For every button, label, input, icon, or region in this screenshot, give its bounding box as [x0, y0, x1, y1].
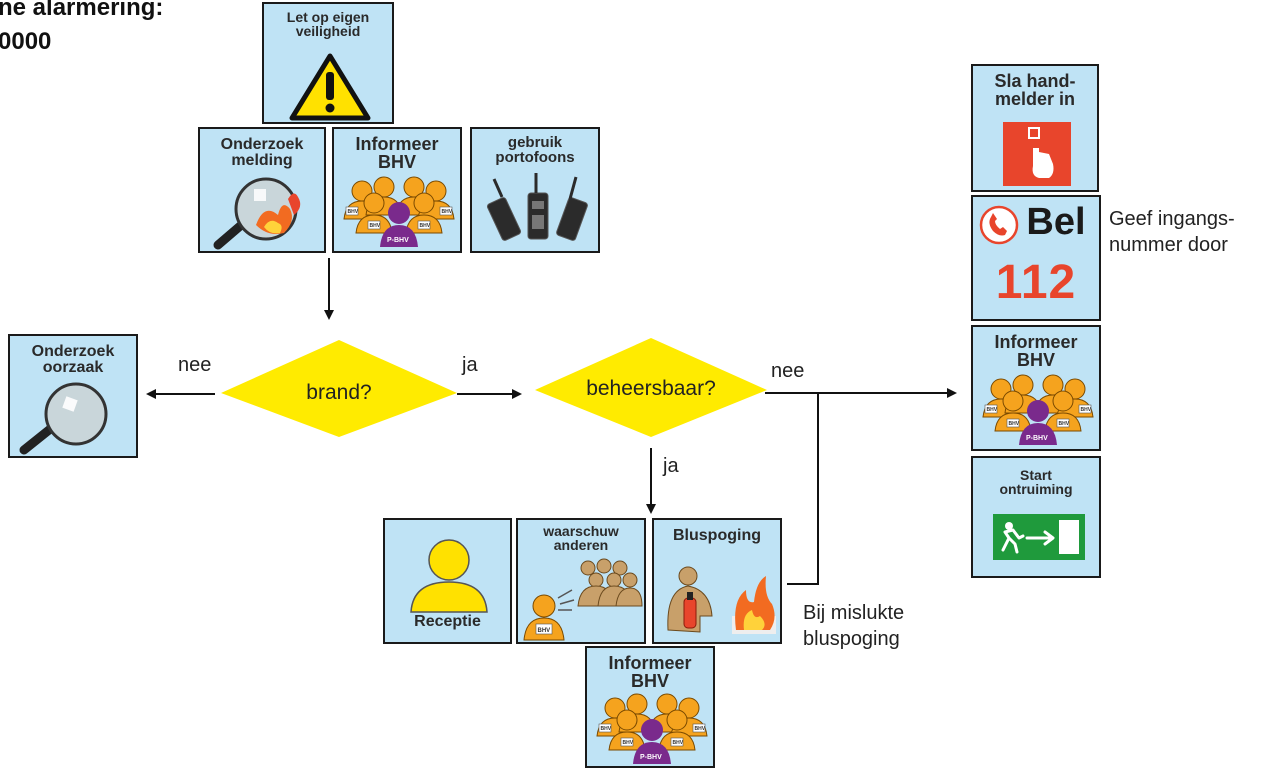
step-investigate-report-title: Onderzoek melding [220, 136, 304, 170]
step-warn-others: waarschuw anderen BHV [516, 518, 646, 644]
bhv-team-icon: BHV BHV BHV BHV P-BHV [982, 374, 1094, 445]
svg-text:BHV: BHV [987, 407, 998, 413]
step-safety: Let op eigen veiligheid [262, 2, 394, 124]
step-evacuation-title: Start ontruiming [999, 467, 1073, 498]
failed-attempt-line [787, 393, 819, 585]
svg-text:P-BHV: P-BHV [1026, 435, 1048, 442]
step-inform-bhv-top: Informeer BHV BHV BHV BHV BHV P-BHV [332, 127, 462, 253]
call-point-icon [1003, 122, 1071, 186]
warn-people-icon: BHV [523, 558, 643, 641]
svg-text:P-BHV: P-BHV [387, 237, 409, 244]
svg-text:BHV: BHV [370, 223, 381, 229]
step-investigate-cause: Onderzoek oorzaak [8, 334, 138, 458]
step-use-radios: gebruik portofoons [470, 127, 600, 253]
step-inform-bhv-top-title: Informeer BHV [355, 134, 439, 173]
note-failed-attempt: Bij mislukte bluspoging [803, 602, 905, 650]
step-extinguish: Bluspoging [652, 518, 782, 644]
step-reception-title: Receptie [414, 613, 481, 630]
svg-text:BHV: BHV [1081, 407, 1092, 413]
step-inform-bhv-bottom: Informeer BHV BHV BHV BHV BHV P-BHV [585, 646, 715, 768]
walkie-talkie-icon [486, 173, 588, 241]
decision-controllable-label: beheersbaar? [586, 377, 716, 400]
svg-text:BHV: BHV [1059, 421, 1070, 427]
step-warn-others-title: waarschuw anderen [543, 523, 619, 554]
step-investigate-cause-title: Onderzoek oorzaak [31, 343, 115, 377]
extinguisher-fire-icon [667, 566, 776, 634]
magnifier-icon [19, 382, 108, 455]
emergency-exit-icon [993, 514, 1085, 560]
step-inform-bhv-bottom-title: Informeer BHV [608, 653, 692, 692]
edge-label-fire-yes: ja [462, 354, 478, 376]
edge-label-controllable-no: nee [771, 360, 805, 382]
warning-icon [289, 53, 371, 121]
svg-text:BHV: BHV [673, 740, 684, 746]
step-safety-title: Let op eigen veiligheid [286, 9, 370, 40]
svg-text:BHV: BHV [420, 223, 431, 229]
svg-text:BHV: BHV [442, 209, 453, 215]
call-112-number: 112 [995, 256, 1077, 309]
bhv-team-icon: BHV BHV BHV BHV P-BHV [596, 693, 708, 764]
svg-text:BHV: BHV [695, 726, 706, 732]
page-title: ne alarmering: [0, 0, 164, 21]
edge-label-fire-no: nee [178, 354, 212, 376]
note-entrance-number: Geef ingangs- nummer door [1109, 208, 1235, 256]
svg-text:BHV: BHV [601, 726, 612, 732]
svg-text:BHV: BHV [538, 628, 551, 634]
magnifier-fire-icon [213, 177, 301, 250]
svg-text:BHV: BHV [348, 209, 359, 215]
page-subtitle: 0000 [0, 28, 52, 55]
step-call-112: Bel 112 [971, 195, 1101, 321]
step-extinguish-title: Bluspoging [673, 527, 761, 544]
step-use-radios-title: gebruik portofoons [495, 134, 575, 167]
svg-text:P-BHV: P-BHV [640, 754, 662, 761]
step-inform-bhv-right-title: Informeer BHV [994, 332, 1078, 371]
decision-fire-label: brand? [306, 381, 372, 404]
step-reception: Receptie [383, 518, 512, 644]
phone-icon [979, 205, 1019, 245]
step-investigate-report: Onderzoek melding [198, 127, 326, 253]
step-inform-bhv-right: Informeer BHV BHV BHV BHV BHV P-BHV [971, 325, 1101, 451]
step-evacuation: Start ontruiming [971, 456, 1101, 578]
bhv-team-icon: BHV BHV BHV BHV P-BHV [343, 176, 455, 247]
call-112-bel-label: Bel [1026, 201, 1086, 243]
step-call-point-title: Sla hand- melder in [994, 71, 1076, 110]
reception-person-icon [410, 539, 488, 613]
edge-label-controllable-yes: ja [663, 455, 679, 477]
svg-text:BHV: BHV [623, 740, 634, 746]
step-call-point: Sla hand- melder in [971, 64, 1099, 192]
svg-text:BHV: BHV [1009, 421, 1020, 427]
